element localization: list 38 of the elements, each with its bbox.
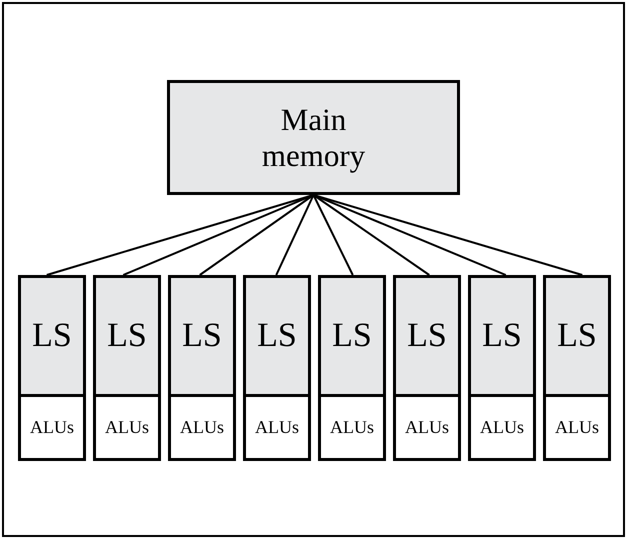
- box-label: ALUs: [480, 417, 524, 438]
- unit-box: [393, 275, 461, 397]
- box-label: ALUs: [330, 417, 374, 438]
- unit-box: [543, 275, 611, 397]
- unit-box: [318, 275, 386, 397]
- box-label: LS: [257, 316, 297, 356]
- unit-box: [318, 394, 386, 461]
- box-label: ALUs: [555, 417, 599, 438]
- unit-box: [93, 394, 161, 461]
- unit-box: [468, 394, 536, 461]
- connector-line: [199, 194, 314, 276]
- box-label: LS: [482, 316, 522, 356]
- box-label: ALUs: [30, 417, 74, 438]
- unit-box: [468, 275, 536, 397]
- connector-line: [312, 194, 430, 276]
- unit-box: [168, 275, 236, 397]
- box-label: LS: [332, 316, 372, 356]
- box-label: LS: [557, 316, 597, 356]
- box-label: LS: [182, 316, 222, 356]
- unit-box: [18, 394, 86, 461]
- connector-line: [275, 194, 314, 276]
- unit-box: [168, 394, 236, 461]
- unit-box: [93, 275, 161, 397]
- unit-box: [393, 394, 461, 461]
- box-label: LS: [407, 316, 447, 356]
- unit-box: [243, 394, 311, 461]
- unit-box: [543, 394, 611, 461]
- box-label: LS: [32, 316, 72, 356]
- box-label: LS: [107, 316, 147, 356]
- unit-box: [243, 275, 311, 397]
- box-label: ALUs: [255, 417, 299, 438]
- box-label: ALUs: [405, 417, 449, 438]
- connector-line: [312, 194, 354, 276]
- box-label: Main memory: [260, 102, 366, 174]
- box-label: ALUs: [180, 417, 224, 438]
- unit-box: [18, 275, 86, 397]
- box-label: ALUs: [105, 417, 149, 438]
- memory-box: [167, 80, 460, 195]
